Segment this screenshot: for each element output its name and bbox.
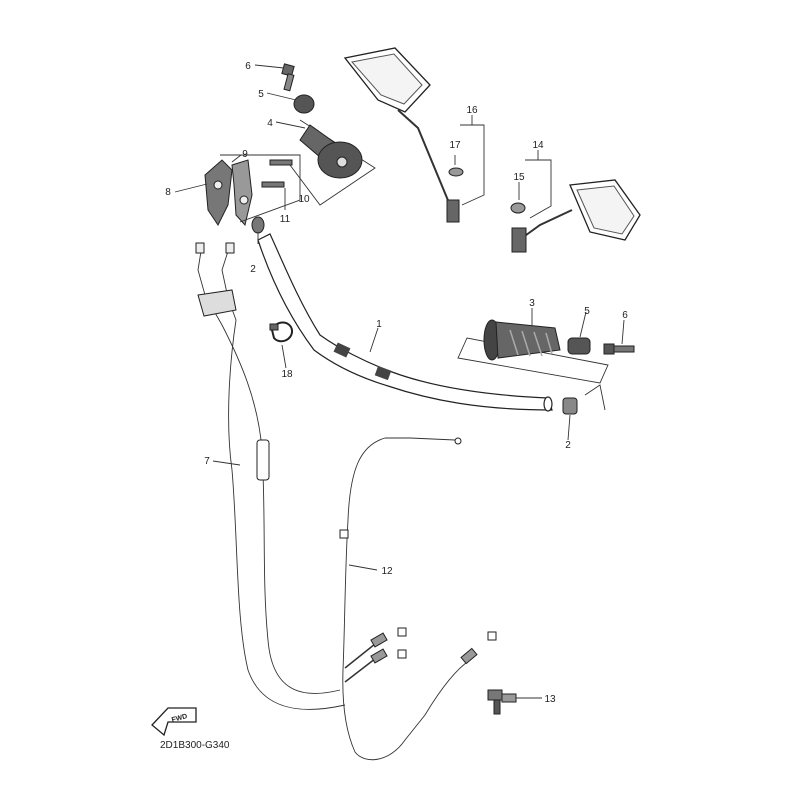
grip-left-assembly-frame (457, 337, 609, 411)
callout-13: 13 (544, 694, 556, 705)
fwd-arrow-icon (151, 707, 197, 737)
fwd-label: FWD (171, 713, 188, 724)
callout-6-top: 6 (245, 61, 251, 72)
bar-end-weight-5a[interactable] (293, 94, 315, 114)
callout-3: 3 (529, 298, 535, 309)
bracket-16 (460, 115, 485, 206)
callout-1: 1 (376, 319, 382, 330)
bracket-14 (525, 150, 552, 219)
callout-2-left: 2 (250, 264, 256, 275)
screw-11[interactable] (261, 181, 285, 188)
callout-9: 9 (242, 149, 248, 160)
screw-9[interactable] (269, 159, 293, 166)
callout-4: 4 (267, 118, 273, 129)
callout-5-top: 5 (258, 89, 264, 100)
bar-end-weight-5b[interactable] (567, 337, 591, 355)
throttle-frame (220, 154, 301, 223)
grip-3[interactable] (483, 319, 561, 361)
callout-14: 14 (532, 140, 544, 151)
callout-6-right: 6 (622, 310, 628, 321)
cap-15[interactable] (510, 202, 526, 214)
callout-18: 18 (281, 369, 293, 380)
mirror-left-16[interactable] (343, 47, 460, 223)
callout-17: 17 (449, 140, 461, 151)
clutch-switch-13[interactable] (487, 689, 517, 715)
throttle-cable-7[interactable] (195, 242, 346, 710)
cap-17[interactable] (448, 167, 464, 177)
leader-lines (174, 64, 625, 699)
callout-labels: 1 2 2 3 4 5 5 6 6 7 8 9 10 11 12 13 14 1… (165, 61, 628, 705)
bolt-6b[interactable] (603, 343, 635, 355)
callout-12: 12 (381, 566, 393, 577)
callout-15: 15 (513, 172, 525, 183)
clutch-cable-12[interactable] (339, 437, 497, 761)
bar-end-right[interactable] (562, 397, 578, 415)
grip-4[interactable] (299, 124, 363, 179)
callout-2-right: 2 (565, 440, 571, 451)
callout-16: 16 (466, 105, 478, 116)
bar-end-left[interactable] (251, 216, 265, 234)
bolt-6a[interactable] (281, 63, 295, 92)
callout-10: 10 (298, 194, 310, 205)
callout-7: 7 (204, 456, 210, 467)
callout-8: 8 (165, 187, 171, 198)
diagram-code: 2D1B300-G340 (160, 740, 230, 751)
cable-clamp-18[interactable] (269, 321, 294, 343)
throttle-housing-8[interactable] (204, 159, 253, 227)
callout-5-right: 5 (584, 306, 590, 317)
mirror-right-14[interactable] (511, 179, 641, 253)
callout-11: 11 (280, 214, 291, 225)
handlebar[interactable] (257, 233, 553, 412)
